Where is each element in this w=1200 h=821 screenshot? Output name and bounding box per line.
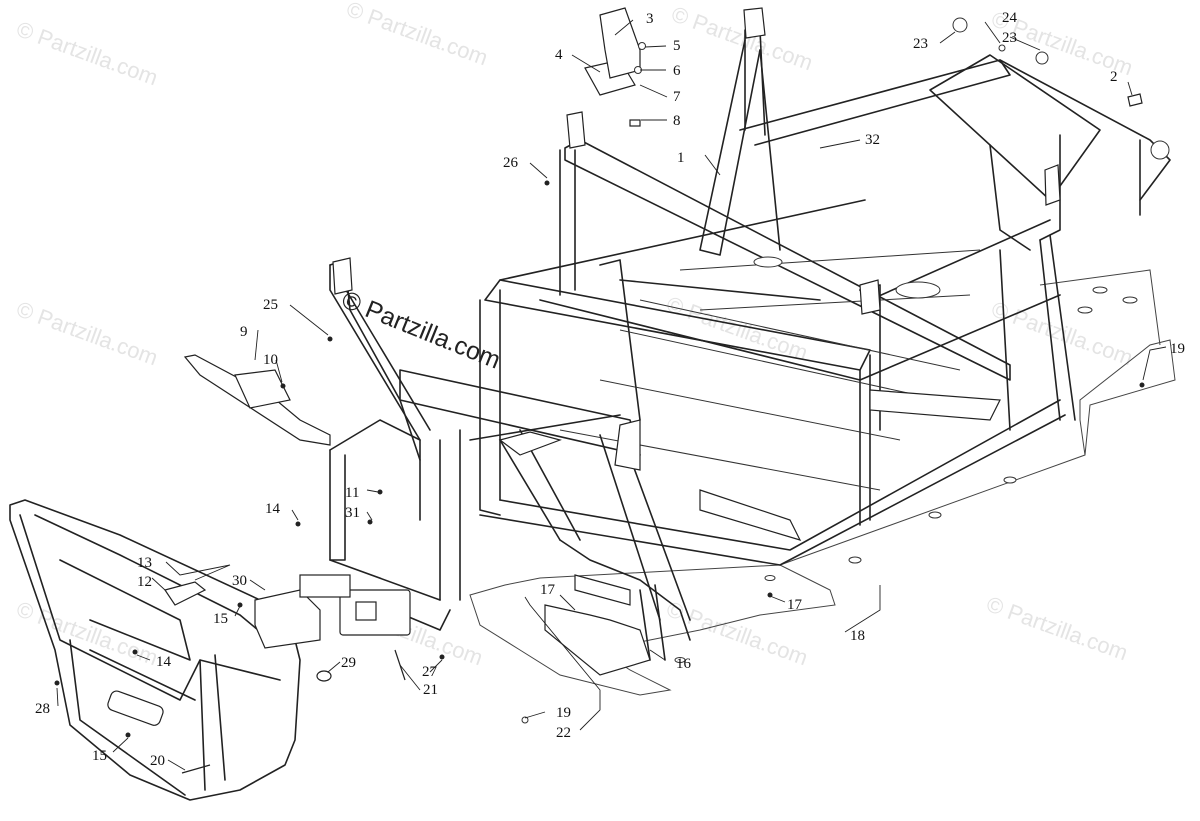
callout-29: 29 <box>341 655 356 671</box>
skid-plate <box>469 269 1176 696</box>
watermark-layer: © Partzilla.com © Partzilla.com © Partzi… <box>13 0 1136 670</box>
callout-15: 15 <box>213 611 228 627</box>
callout-2: 2 <box>1110 69 1118 85</box>
callout-24: 24 <box>1002 10 1018 26</box>
callout-19: 19 <box>1170 341 1185 357</box>
callout-11: 11 <box>345 485 359 501</box>
callout-6: 6 <box>673 63 681 79</box>
callout-25: 25 <box>263 297 278 313</box>
leader-lines <box>56 19 1167 771</box>
callout-labels: 1 2 3 4 5 6 7 8 9 10 11 12 13 14 14 15 1… <box>35 10 1185 769</box>
watermark-text: © Partzilla.com <box>13 16 161 90</box>
callout-1: 1 <box>677 150 685 166</box>
callout-3: 3 <box>646 11 654 27</box>
callout-18: 18 <box>850 628 865 644</box>
callout-19: 19 <box>556 705 571 721</box>
callout-22: 22 <box>556 725 571 741</box>
callout-17: 17 <box>540 582 556 598</box>
callout-7: 7 <box>673 89 681 105</box>
watermark-text: © Partzilla.com <box>13 296 161 370</box>
callout-8: 8 <box>673 113 681 129</box>
watermark-text: © Partzilla.com <box>663 291 811 365</box>
callout-16: 16 <box>676 656 692 672</box>
callout-30: 30 <box>232 573 247 589</box>
callout-15: 15 <box>92 748 107 764</box>
callout-12: 12 <box>137 574 152 590</box>
callout-17: 17 <box>787 597 803 613</box>
callout-4: 4 <box>555 47 563 63</box>
callout-23: 23 <box>1002 30 1017 46</box>
watermark-text: © Partzilla.com <box>668 1 816 75</box>
callout-10: 10 <box>263 352 278 368</box>
small-parts <box>54 7 1145 774</box>
callout-9: 9 <box>240 324 248 340</box>
watermark-text: © Partzilla.com <box>983 591 1131 665</box>
callout-14: 14 <box>265 501 281 517</box>
callout-21: 21 <box>423 682 438 698</box>
front-bumper <box>9 499 332 801</box>
watermark-text: © Partzilla.com <box>13 596 161 670</box>
callout-28: 28 <box>35 701 50 717</box>
callout-27: 27 <box>422 664 438 680</box>
callout-23: 23 <box>913 36 928 52</box>
callout-5: 5 <box>673 38 681 54</box>
callout-32: 32 <box>865 132 880 148</box>
callout-31: 31 <box>345 505 360 521</box>
watermark-text: © Partzilla.com <box>343 0 491 70</box>
main-frame <box>319 7 1171 661</box>
callout-13: 13 <box>137 555 152 571</box>
callout-14: 14 <box>156 654 172 670</box>
callout-20: 20 <box>150 753 165 769</box>
callout-26: 26 <box>503 155 519 171</box>
watermark-text: © Partzilla.com <box>988 296 1136 370</box>
